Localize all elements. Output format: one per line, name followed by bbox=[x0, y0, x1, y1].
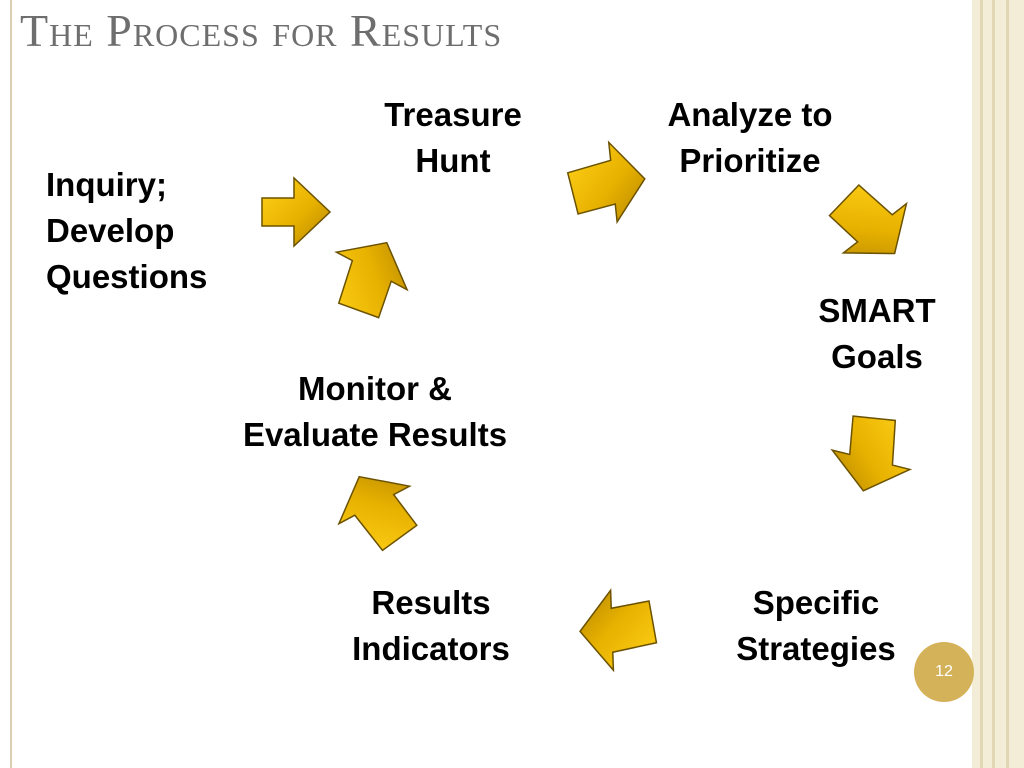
arrow-monitor-to-hunt bbox=[334, 241, 409, 319]
step-smart-goals: SMART Goals bbox=[792, 288, 962, 380]
arrow-smart-to-strategies bbox=[830, 415, 913, 492]
step-analyze-line-2: Prioritize bbox=[679, 142, 821, 179]
arrow-indicators-to-monitor bbox=[337, 475, 418, 552]
page-number-badge: 12 bbox=[914, 642, 974, 702]
step-indicators-line-2: Indicators bbox=[352, 630, 510, 667]
arrow-strategies-to-indicators bbox=[579, 588, 658, 673]
step-monitor: Monitor & Evaluate Results bbox=[205, 366, 545, 458]
step-strategies: Specific Strategies bbox=[712, 580, 920, 672]
step-inquiry-line-3: Questions bbox=[46, 258, 208, 295]
step-indicators-line-1: Results bbox=[371, 584, 491, 621]
step-inquiry: Inquiry; Develop Questions bbox=[46, 162, 207, 300]
step-treasure-hunt: Treasure Hunt bbox=[358, 92, 548, 184]
step-treasure-hunt-line-2: Hunt bbox=[415, 142, 491, 179]
step-monitor-line-2: Evaluate Results bbox=[242, 416, 508, 453]
step-indicators: Results Indicators bbox=[322, 580, 540, 672]
step-inquiry-line-1: Inquiry; bbox=[46, 166, 167, 203]
step-smart-goals-line-1: SMART bbox=[818, 292, 936, 329]
step-monitor-line-1: Monitor & bbox=[298, 370, 452, 407]
arrow-analyze-to-smart bbox=[828, 183, 908, 255]
step-strategies-line-1: Specific bbox=[752, 584, 880, 621]
slide-title: The Process for Results bbox=[20, 5, 503, 56]
step-treasure-hunt-line-1: Treasure bbox=[384, 96, 522, 133]
left-rule bbox=[10, 0, 12, 768]
step-inquiry-line-2: Develop bbox=[46, 212, 175, 249]
step-analyze: Analyze to Prioritize bbox=[630, 92, 870, 184]
step-strategies-line-2: Strategies bbox=[736, 630, 896, 667]
right-border bbox=[972, 0, 1024, 768]
arrow-inquiry-to-hunt bbox=[261, 176, 332, 248]
step-analyze-line-1: Analyze to bbox=[667, 96, 833, 133]
arrow-hunt-to-analyze bbox=[566, 140, 646, 225]
step-smart-goals-line-2: Goals bbox=[831, 338, 923, 375]
